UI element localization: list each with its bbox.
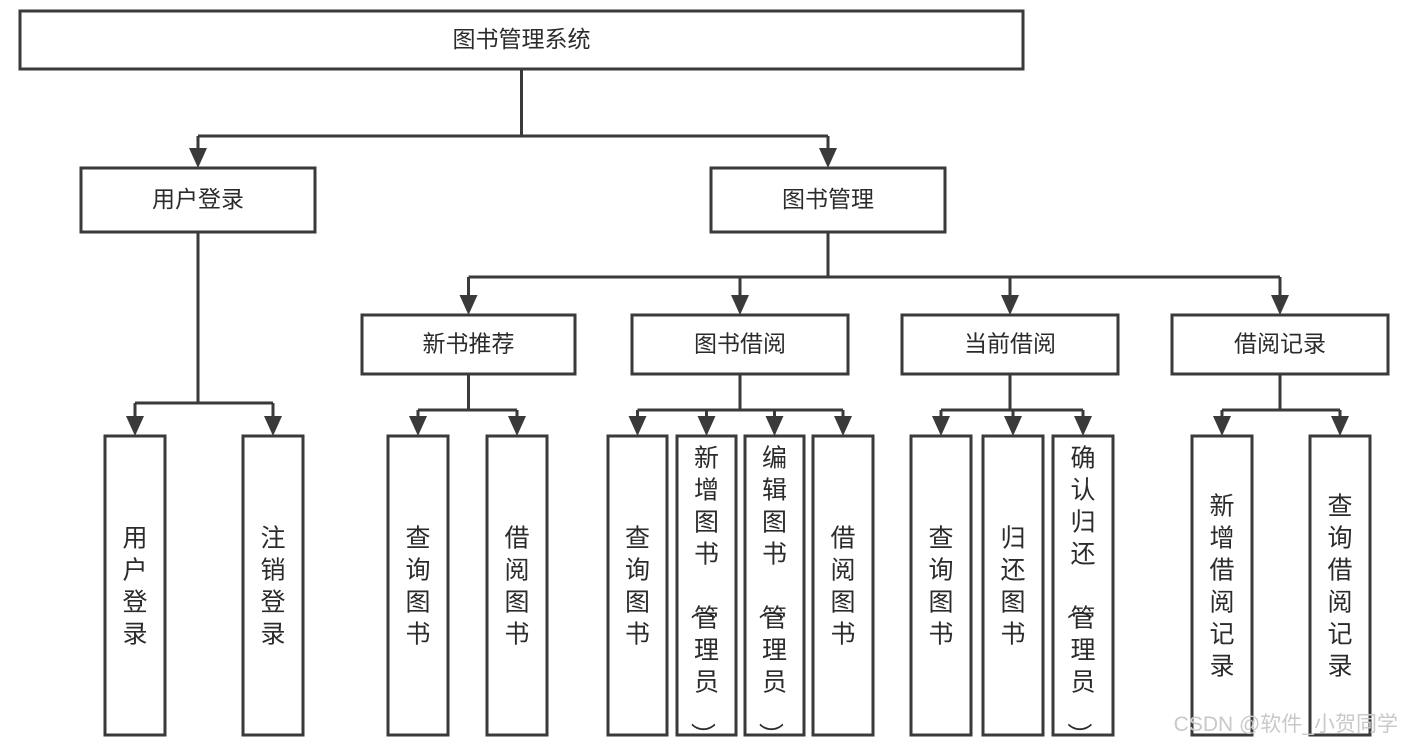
arrow-head-icon bbox=[1074, 416, 1092, 436]
arrow-head-icon bbox=[765, 416, 784, 436]
node-label: 查询图书 bbox=[625, 524, 650, 648]
node-leaf-query-book-b[interactable]: 查询图书 bbox=[606, 434, 669, 737]
node-label: 确认归还（管理员） bbox=[1064, 444, 1095, 747]
node-borrow-record[interactable]: 借阅记录 bbox=[1170, 313, 1390, 376]
arrow-head-icon bbox=[932, 416, 950, 436]
node-label: 用户登录 bbox=[152, 186, 244, 212]
node-label: 借阅记录 bbox=[1234, 331, 1326, 357]
node-box[interactable] bbox=[1308, 434, 1372, 737]
node-box[interactable] bbox=[606, 434, 669, 737]
node-layer: 图书管理系统用户登录图书管理新书推荐图书借阅当前借阅借阅记录用户登录注销登录查询… bbox=[18, 9, 1390, 747]
node-label: 用户登录 bbox=[122, 524, 147, 648]
node-box[interactable] bbox=[79, 166, 317, 234]
node-leaf-logout-login[interactable]: 注销登录 bbox=[241, 434, 305, 737]
node-book-borrow[interactable]: 图书借阅 bbox=[630, 313, 850, 376]
node-label: 借阅图书 bbox=[504, 524, 529, 648]
node-leaf-query-book-c[interactable]: 查询图书 bbox=[909, 434, 973, 737]
node-user-login[interactable]: 用户登录 bbox=[79, 166, 317, 234]
node-root-title[interactable]: 图书管理系统 bbox=[18, 9, 1025, 71]
node-box[interactable] bbox=[900, 313, 1120, 376]
node-leaf-query-borrow-record[interactable]: 查询借阅记录 bbox=[1308, 434, 1372, 737]
node-label: 新增图书（管理员） bbox=[688, 444, 719, 747]
arrow-head-icon bbox=[409, 416, 427, 436]
arrow-head-icon bbox=[628, 416, 647, 436]
node-label: 查询借阅记录 bbox=[1327, 492, 1352, 680]
arrow-head-icon bbox=[1213, 416, 1231, 436]
node-box[interactable] bbox=[909, 434, 973, 737]
node-label: 新增借阅记录 bbox=[1209, 492, 1234, 680]
node-label: 图书借阅 bbox=[694, 331, 786, 357]
node-leaf-add-borrow-record[interactable]: 新增借阅记录 bbox=[1190, 434, 1254, 737]
node-label: 注销登录 bbox=[260, 524, 285, 648]
node-label: 借阅图书 bbox=[830, 524, 855, 648]
arrow-head-icon bbox=[1331, 416, 1349, 436]
arrow-head-icon bbox=[189, 148, 207, 168]
node-box[interactable] bbox=[485, 434, 549, 737]
arrow-head-icon bbox=[264, 416, 282, 436]
node-box[interactable] bbox=[630, 313, 850, 376]
node-label: 归还图书 bbox=[1000, 524, 1025, 648]
arrow-head-icon bbox=[1001, 295, 1019, 315]
node-current-borrow[interactable]: 当前借阅 bbox=[900, 313, 1120, 376]
node-label: 编辑图书（管理员） bbox=[756, 444, 787, 747]
node-leaf-user-login[interactable]: 用户登录 bbox=[103, 434, 167, 737]
arrow-head-icon bbox=[459, 295, 478, 315]
node-box[interactable] bbox=[1051, 434, 1115, 737]
arrow-head-icon bbox=[697, 416, 716, 436]
connector-layer bbox=[126, 69, 1349, 436]
arrow-head-icon bbox=[819, 148, 837, 168]
node-leaf-add-book-admin[interactable]: 新增图书（管理员） bbox=[675, 434, 738, 747]
arrow-head-icon bbox=[126, 416, 144, 436]
node-box[interactable] bbox=[1190, 434, 1254, 737]
node-leaf-confirm-return-admin[interactable]: 确认归还（管理员） bbox=[1051, 434, 1115, 747]
arrow-head-icon bbox=[1004, 416, 1022, 436]
node-label: 查询图书 bbox=[405, 524, 430, 648]
node-box[interactable] bbox=[1170, 313, 1390, 376]
node-box[interactable] bbox=[743, 434, 806, 737]
node-box[interactable] bbox=[18, 9, 1025, 71]
node-leaf-borrow-book-b[interactable]: 借阅图书 bbox=[811, 434, 875, 737]
node-box[interactable] bbox=[675, 434, 738, 737]
node-new-book-recommend[interactable]: 新书推荐 bbox=[360, 313, 577, 376]
watermark-label: CSDN @软件_小贺同学 bbox=[1174, 713, 1398, 736]
node-box[interactable] bbox=[386, 434, 450, 737]
arrow-head-icon bbox=[508, 416, 526, 436]
node-label: 新书推荐 bbox=[423, 331, 515, 357]
node-leaf-borrow-book-a[interactable]: 借阅图书 bbox=[485, 434, 549, 737]
node-label: 当前借阅 bbox=[964, 331, 1056, 357]
node-box[interactable] bbox=[709, 166, 947, 234]
arrow-head-icon bbox=[731, 295, 749, 315]
node-leaf-query-book-a[interactable]: 查询图书 bbox=[386, 434, 450, 737]
node-box[interactable] bbox=[981, 434, 1045, 737]
node-box[interactable] bbox=[811, 434, 875, 737]
node-leaf-edit-book-admin[interactable]: 编辑图书（管理员） bbox=[743, 434, 806, 747]
node-label: 查询图书 bbox=[928, 524, 953, 648]
node-box[interactable] bbox=[360, 313, 577, 376]
node-label: 图书管理系统 bbox=[453, 26, 591, 52]
node-box[interactable] bbox=[241, 434, 305, 737]
node-book-management[interactable]: 图书管理 bbox=[709, 166, 947, 234]
node-label: 图书管理 bbox=[782, 186, 874, 212]
node-box[interactable] bbox=[103, 434, 167, 737]
arrow-head-icon bbox=[1271, 295, 1289, 315]
arrow-head-icon bbox=[834, 416, 852, 436]
node-leaf-return-book[interactable]: 归还图书 bbox=[981, 434, 1045, 737]
